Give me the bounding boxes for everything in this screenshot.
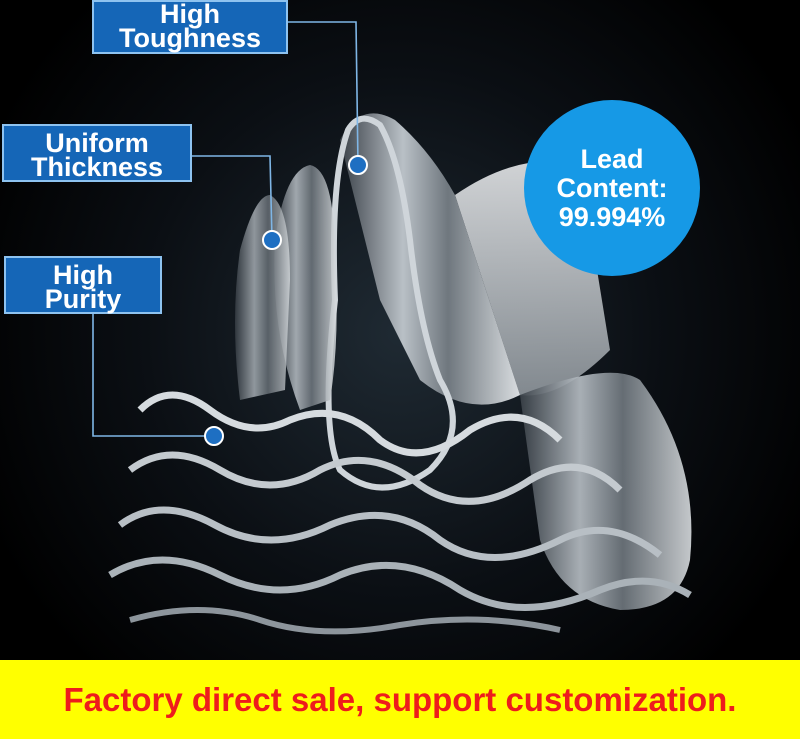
label-line: Purity — [44, 284, 122, 314]
label-line: Toughness — [118, 23, 261, 53]
marker-dot-icon — [204, 155, 368, 446]
label-high-toughness: High Toughness — [92, 0, 288, 54]
lead-content-badge: Lead Content: 99.994% — [524, 100, 700, 276]
promo-banner: Factory direct sale, support customizati… — [0, 660, 800, 739]
label-line: Uniform — [45, 128, 149, 158]
badge-line: Lead — [580, 143, 644, 174]
lead-sheet-illustration — [92, 21, 692, 635]
label-line: High — [53, 260, 113, 290]
banner-text: Factory direct sale, support customizati… — [63, 680, 737, 718]
badge-value: 99.994% — [558, 201, 666, 232]
label-uniform-thickness: Uniform Thickness — [2, 124, 192, 182]
badge-line: Content: — [556, 172, 668, 203]
label-high-purity: High Purity — [4, 256, 162, 314]
label-line: Thickness — [30, 152, 164, 182]
label-line: High — [160, 0, 220, 29]
